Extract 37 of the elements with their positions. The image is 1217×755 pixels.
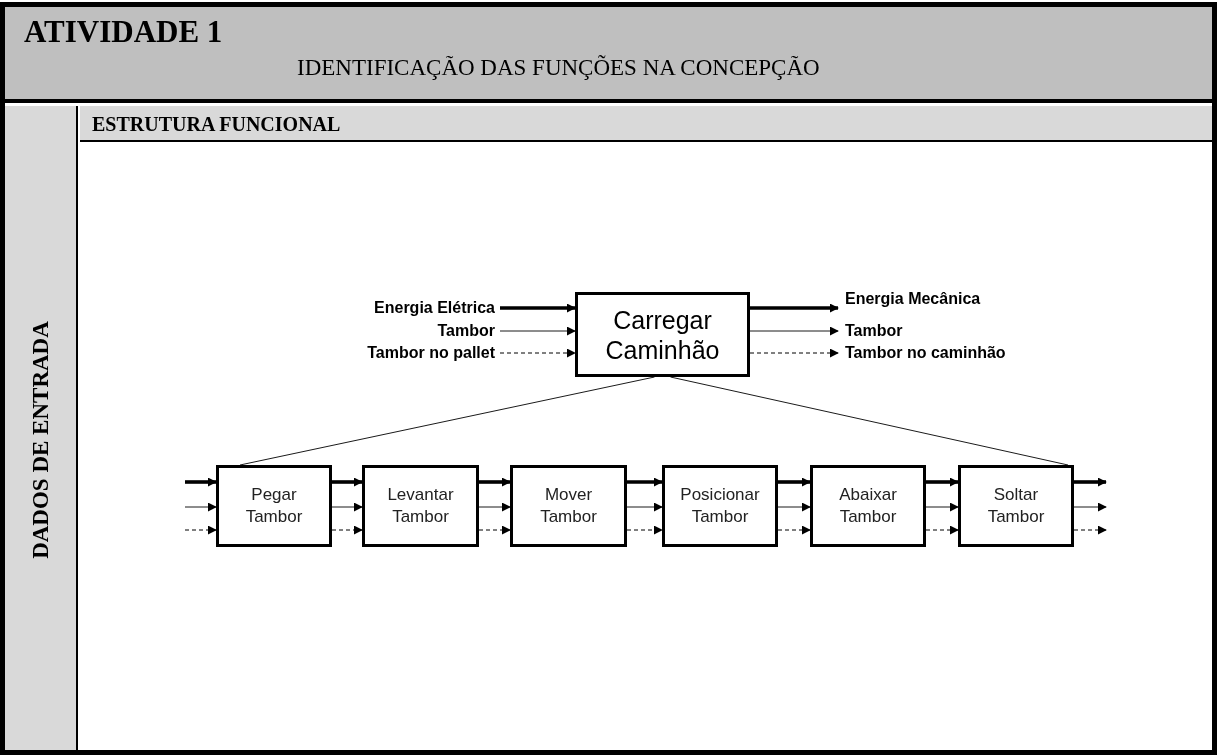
- flow-label: Tambor: [845, 320, 1015, 342]
- flow-label: Tambor no caminhão: [845, 342, 1035, 364]
- arrow: [749, 348, 839, 358]
- subtitle: IDENTIFICAÇÃO DAS FUNÇÕES NA CONCEPÇÃO: [297, 54, 820, 82]
- function-box: Pegar Tambor: [216, 465, 332, 547]
- arrow: [332, 477, 363, 487]
- arrow: [627, 477, 663, 487]
- arrow: [500, 303, 576, 313]
- flow-label: Tambor: [330, 320, 495, 342]
- vertical-heading: DADOS DE ENTRADA: [27, 321, 54, 559]
- title: ATIVIDADE 1: [24, 14, 223, 50]
- arrow: [185, 477, 217, 487]
- arrow: [499, 348, 576, 358]
- arrow: [478, 525, 511, 535]
- arrow: [925, 525, 959, 535]
- arrow: [778, 477, 811, 487]
- function-box: Levantar Tambor: [362, 465, 479, 547]
- arrow: [1074, 477, 1107, 487]
- arrow: [626, 525, 663, 535]
- function-box: Carregar Caminhão: [575, 292, 750, 377]
- connector-line: [239, 376, 655, 466]
- arrow: [926, 477, 959, 487]
- connector-line: [670, 376, 1069, 466]
- arrow: [479, 477, 511, 487]
- function-box: Soltar Tambor: [958, 465, 1074, 547]
- function-box: Posicionar Tambor: [662, 465, 778, 547]
- arrow: [750, 303, 839, 313]
- flow-label: Energia Mecânica: [845, 288, 1015, 310]
- arrow: [184, 525, 217, 535]
- flow-label: Tambor no pallet: [300, 342, 495, 364]
- flow-label: Energia Elétrica: [330, 297, 495, 319]
- arrow: [1073, 525, 1107, 535]
- function-box: Mover Tambor: [510, 465, 627, 547]
- section-heading: ESTRUTURA FUNCIONAL: [92, 112, 341, 136]
- function-box: Abaixar Tambor: [810, 465, 926, 547]
- arrow: [777, 525, 811, 535]
- arrow: [331, 525, 363, 535]
